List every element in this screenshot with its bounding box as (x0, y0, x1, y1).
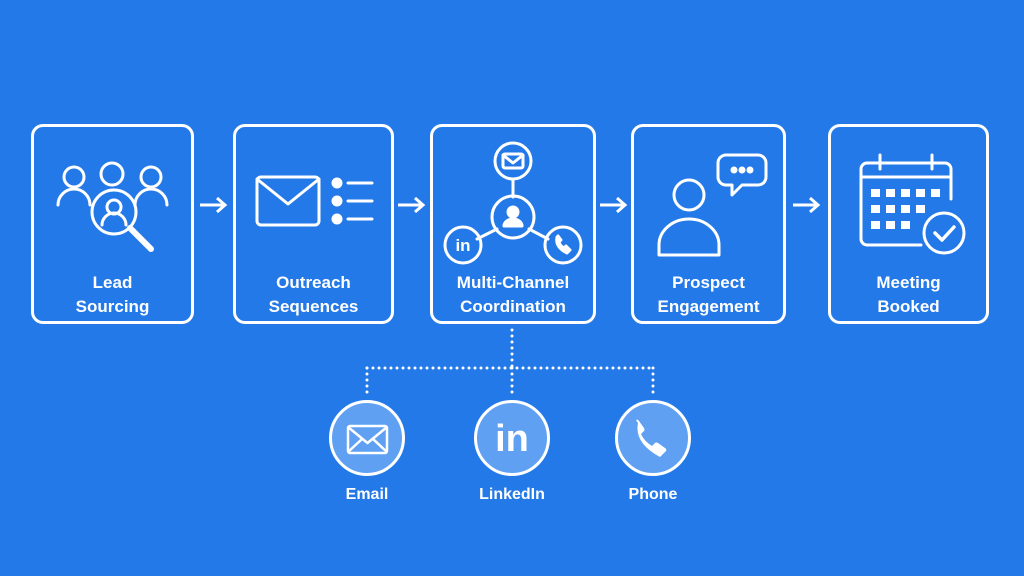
envelope-icon (346, 424, 389, 455)
arrow-right-icon (793, 196, 821, 214)
phone-icon (636, 419, 667, 457)
channel-hub-icon: in (443, 141, 583, 265)
step-label-line2: Sequences (268, 297, 359, 316)
channel-label: LinkedIn (479, 486, 545, 503)
people-search-icon (56, 161, 169, 252)
step-label-line1: Multi-Channel (456, 273, 570, 292)
step-label-line2: Coordination (460, 297, 566, 316)
step-label-line2: Sourcing (75, 297, 150, 316)
svg-text:in: in (495, 418, 529, 460)
arrow-right-icon (200, 196, 228, 214)
email-list-icon (255, 175, 374, 227)
svg-text:in: in (455, 236, 470, 255)
step-label-line2: Engagement (657, 297, 760, 316)
step-label-line1: Meeting (876, 273, 941, 292)
step-label-line1: Lead (92, 273, 133, 292)
step-label-line1: Prospect (672, 273, 745, 292)
channel-label: Phone (628, 486, 678, 503)
channel-linkedin: in (474, 400, 550, 476)
person-chat-icon (657, 153, 768, 257)
step-label-line2: Booked (877, 297, 940, 316)
channel-label: Email (345, 486, 389, 503)
calendar-check-icon (859, 153, 966, 255)
arrow-right-icon (600, 196, 628, 214)
channel-phone (615, 400, 691, 476)
arrow-right-icon (398, 196, 426, 214)
channel-email (329, 400, 405, 476)
linkedin-icon: in (495, 418, 529, 460)
step-label-line1: Outreach (276, 273, 351, 292)
